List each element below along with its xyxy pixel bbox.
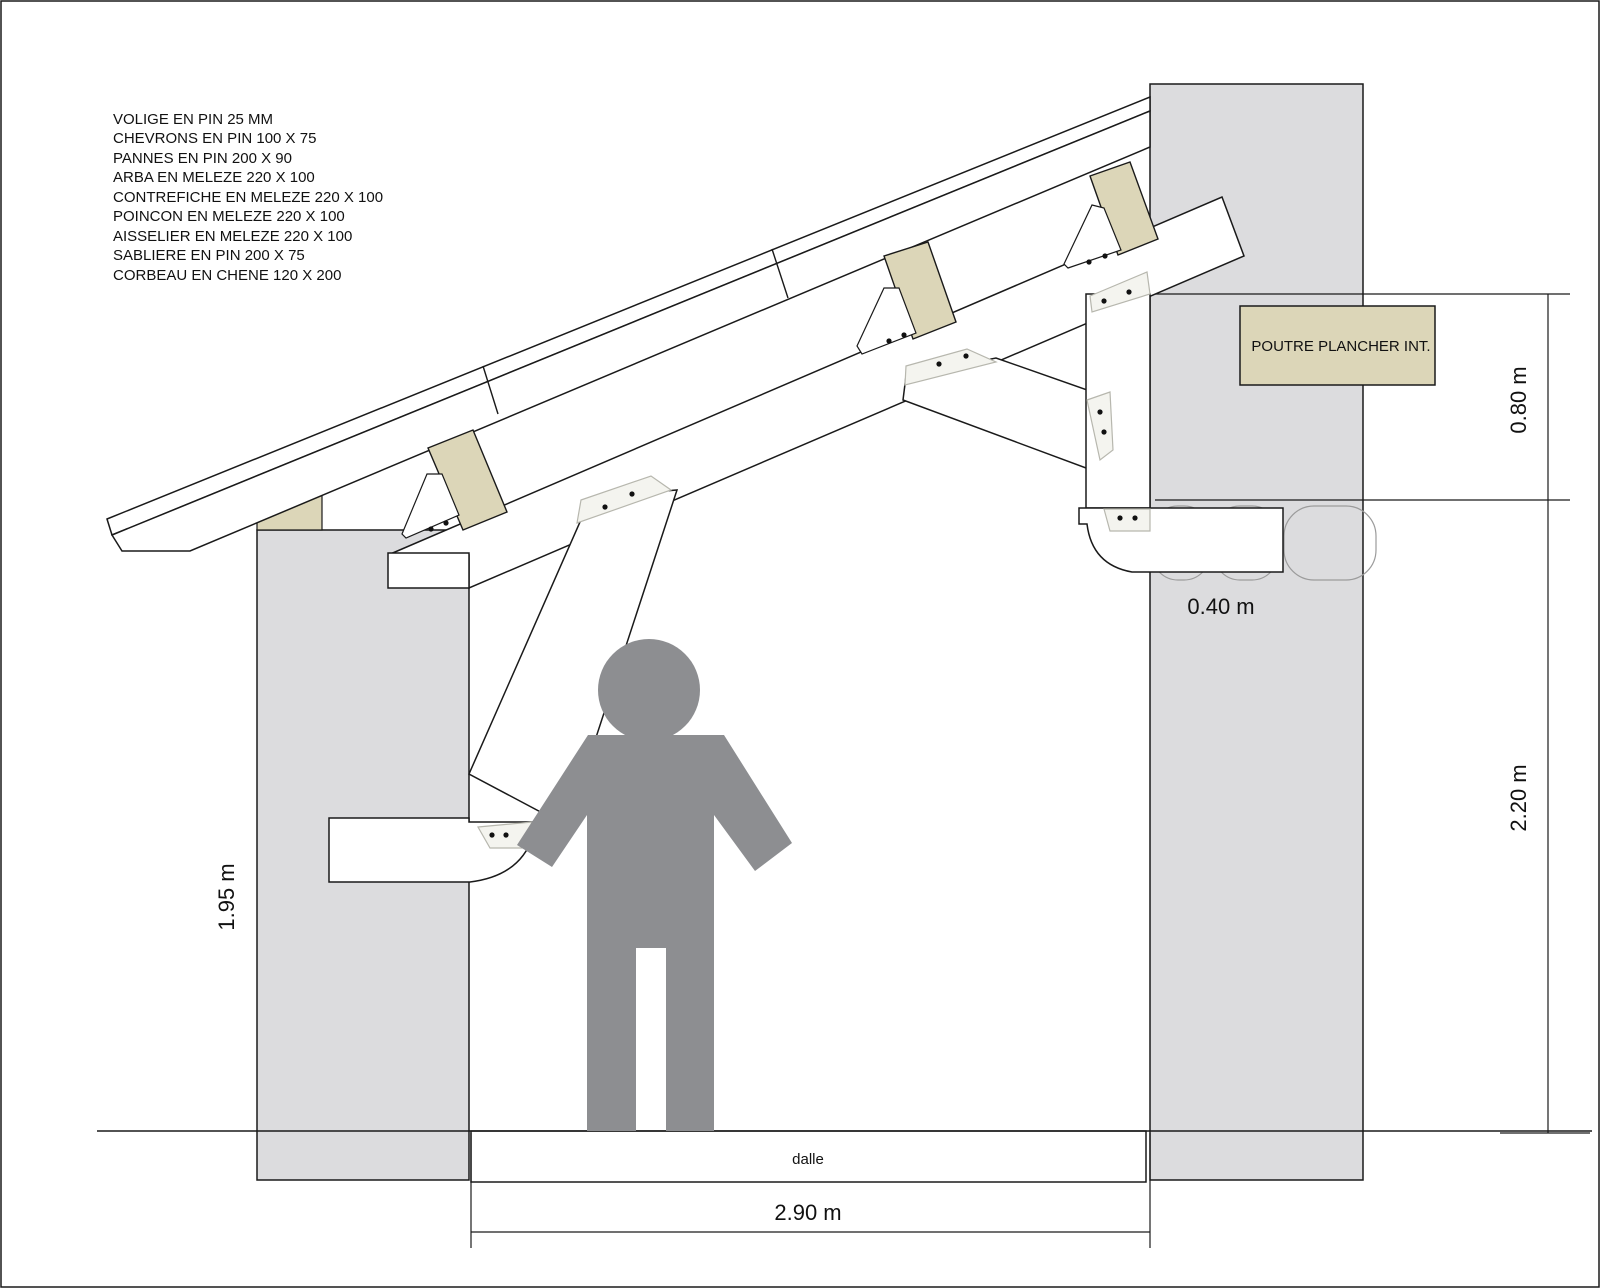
person-head (598, 639, 700, 741)
legend-line-2: CHEVRONS EN PIN 100 X 75 (113, 130, 316, 147)
legend: VOLIGE EN PIN 25 MM CHEVRONS EN PIN 100 … (113, 111, 383, 284)
interior-floor-beam-label: POUTRE PLANCHER INT. (1251, 338, 1430, 355)
person-body (517, 735, 792, 1131)
left-wall-height-dimension: 1.95 m (214, 863, 239, 930)
plate-kingpost-side (1086, 391, 1114, 462)
rafter-joint-1 (482, 365, 499, 415)
plate-brace-top (904, 348, 998, 386)
legend-line-5: CONTREFICHE EN MELEZE 220 X 100 (113, 189, 383, 206)
plate-right-corbel (1103, 508, 1151, 532)
joist-end-3 (1283, 505, 1377, 581)
lower-height-dimension: 2.20 m (1506, 764, 1531, 831)
legend-line-7: AISSELIER EN MELEZE 220 X 100 (113, 228, 352, 245)
rafter (110, 109, 1151, 552)
legend-line-8: SABLIERE EN PIN 200 X 75 (113, 247, 305, 264)
corbel-projection-dimension: 0.40 m (1187, 594, 1254, 619)
span-dimension: 2.90 m (774, 1200, 841, 1225)
upper-height-dimension: 0.80 m (1506, 366, 1531, 433)
slab-label: dalle (792, 1151, 824, 1168)
interior-floor-beam (1239, 305, 1436, 386)
rafter-joint-2 (771, 248, 789, 299)
wall-plate (387, 552, 470, 589)
purlin-cleat-1 (401, 473, 460, 539)
person-silhouette (517, 639, 792, 1131)
legend-line-1: VOLIGE EN PIN 25 MM (113, 111, 273, 128)
legend-line-9: CORBEAU EN CHENE 120 X 200 (113, 267, 341, 284)
legend-line-6: POINCON EN MELEZE 220 X 100 (113, 208, 345, 225)
legend-line-3: PANNES EN PIN 200 X 90 (113, 150, 292, 167)
purlin-cleat-2 (856, 287, 917, 355)
bolts (489, 289, 1138, 838)
plate-strut-top (576, 475, 673, 524)
purlin-cleat-3 (1063, 204, 1122, 269)
legend-line-4: ARBA EN MELEZE 220 X 100 (113, 169, 315, 186)
